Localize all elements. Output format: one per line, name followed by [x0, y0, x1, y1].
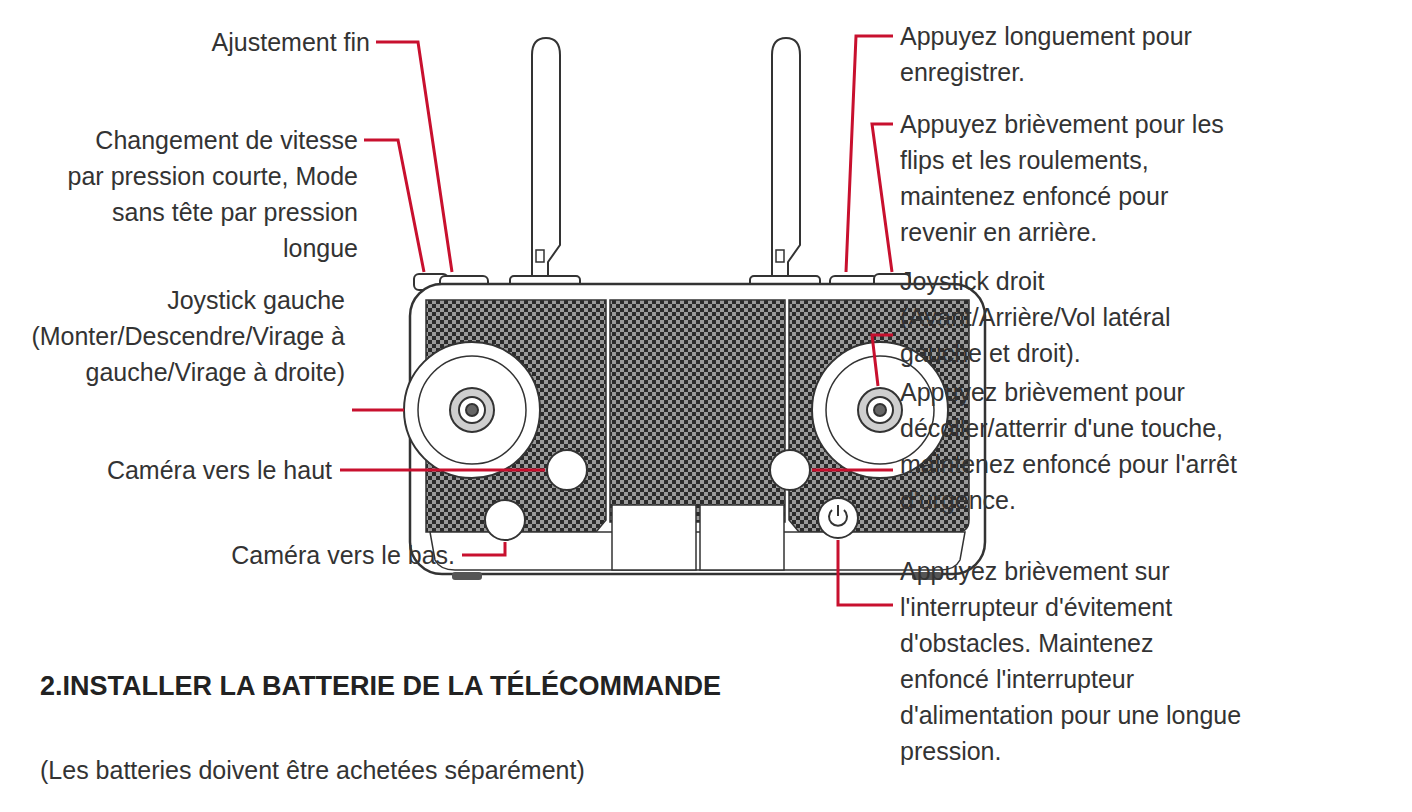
camera-up-button	[547, 450, 587, 490]
right-antenna	[772, 38, 800, 285]
callout-text: Changement de vitesse par pression court…	[58, 122, 358, 266]
phone-clamp	[612, 505, 696, 570]
callout-text: Caméra vers le bas.	[155, 537, 455, 573]
callout-text: Appuyez brièvement pour décoller/atterri…	[900, 374, 1245, 518]
callout-text: Appuyez brièvement sur l'interrupteur d'…	[900, 553, 1245, 769]
power-button	[818, 498, 858, 538]
leader-lines	[340, 36, 893, 605]
carbon-panel	[610, 300, 785, 522]
note-text: (Les batteries doivent être achetées sép…	[40, 752, 800, 788]
callout-text: Caméra vers le haut	[32, 452, 332, 488]
controller-body	[410, 284, 985, 580]
power-icon	[837, 505, 839, 516]
callout-text: Ajustement fin	[30, 24, 370, 60]
left-antenna	[532, 38, 560, 285]
camera-down-button	[485, 500, 525, 540]
callout-text: Appuyez longuement pour enregistrer.	[900, 18, 1245, 90]
section-heading: 2.INSTALLER LA BATTERIE DE LA TÉLÉCOMMAN…	[40, 668, 800, 704]
callout-text: Appuyez brièvement pour les flips et les…	[900, 106, 1245, 250]
callout-text: Joystick gauche (Monter/Descendre/Virage…	[25, 282, 345, 390]
callout-text: Joystick droit (Avant/Arrière/Vol latéra…	[900, 263, 1245, 371]
phone-clamp	[700, 505, 784, 570]
takeoff-button	[770, 450, 810, 490]
foot	[452, 572, 482, 580]
body-shell	[410, 284, 985, 574]
left-joystick	[404, 342, 540, 478]
face-buttons	[485, 450, 858, 540]
antennas	[510, 38, 820, 290]
